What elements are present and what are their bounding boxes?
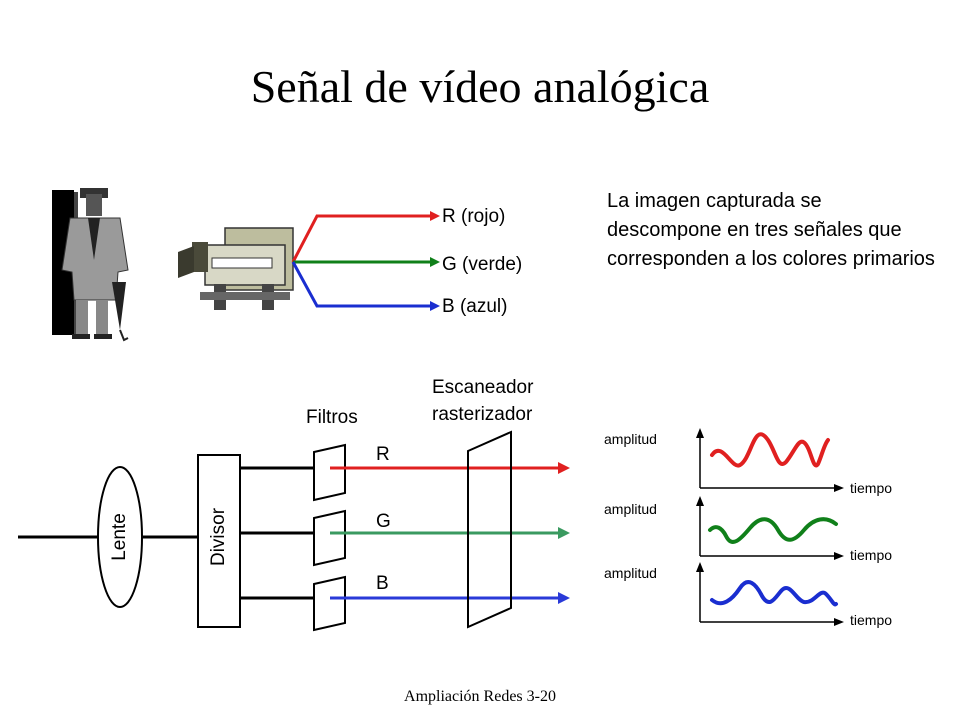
plot-red-ylabel: amplitud — [604, 431, 657, 447]
plot-blue — [696, 562, 844, 626]
output-label-green: G (verde) — [442, 254, 523, 275]
filters-label: Filtros — [306, 407, 358, 428]
slide-footer: Ampliación Redes 3-20 — [404, 688, 556, 705]
scanner-label: Escaneador rasterizador — [432, 377, 534, 425]
output-label-red: R (rojo) — [442, 206, 506, 227]
splitter-label: Divisor — [208, 507, 229, 567]
man-with-umbrella-icon — [52, 188, 129, 342]
channel-label-g: G — [376, 511, 391, 532]
plot-green-ylabel: amplitud — [604, 501, 657, 517]
plot-green — [696, 496, 844, 560]
lens-label: Lente — [109, 513, 130, 561]
video-camera-icon — [178, 227, 294, 310]
plot-blue-xlabel: tiempo — [850, 612, 893, 628]
output-label-blue: B (azul) — [442, 296, 508, 317]
plot-blue-ylabel: amplitud — [604, 565, 657, 581]
slide-title: Señal de vídeo analógica — [250, 61, 710, 112]
plot-green-xlabel: tiempo — [850, 547, 893, 563]
channel-label-r: R — [376, 444, 390, 465]
description-text: La imagen capturada se descompone en tre… — [607, 190, 935, 270]
plot-red — [696, 428, 844, 492]
channel-label-b: B — [376, 573, 389, 594]
plot-red-xlabel: tiempo — [850, 480, 893, 496]
